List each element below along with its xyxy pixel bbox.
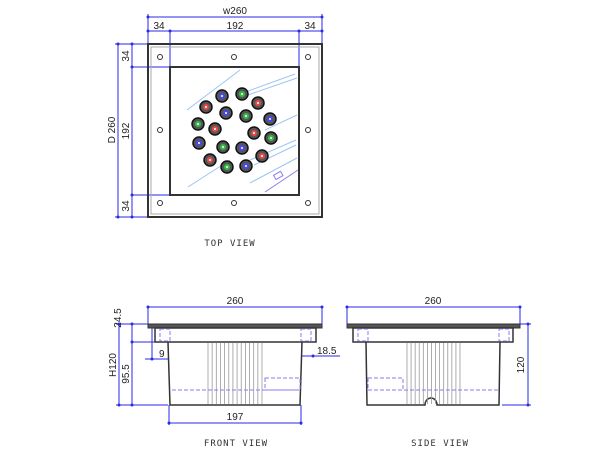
top-view-dimensions: w260 34 192 34 D 260 34 192 34 — [107, 6, 324, 219]
led-green — [235, 87, 249, 101]
side-ribs — [406, 343, 461, 404]
side-top-width: 260 — [425, 296, 442, 307]
led-red — [255, 149, 269, 163]
segment-center: 192 — [121, 122, 132, 139]
top-view-title: TOP VIEW — [204, 239, 255, 249]
led-blue — [215, 89, 229, 103]
side-height: 120 — [516, 356, 527, 373]
led-blue — [235, 141, 249, 155]
segment-right: 34 — [304, 21, 316, 32]
led-red — [247, 126, 261, 140]
side-view-title: SIDE VIEW — [411, 439, 469, 449]
led-red — [199, 100, 213, 114]
front-ribs — [207, 343, 263, 404]
front-offset-right: 18.5 — [317, 346, 337, 357]
front-offset-left: 9 — [159, 349, 165, 360]
front-flange-height: 24.5 — [113, 308, 124, 328]
front-height: H120 — [108, 353, 119, 377]
led-array — [191, 87, 278, 174]
front-body-height: 95.5 — [121, 364, 132, 384]
led-green — [216, 140, 230, 154]
led-blue — [263, 112, 277, 126]
led-red — [208, 122, 222, 136]
front-view-title: FRONT VIEW — [204, 439, 268, 449]
led-green — [220, 160, 234, 174]
glass-panel — [169, 66, 300, 196]
segment-bottom: 34 — [121, 200, 132, 212]
led-red — [251, 96, 265, 110]
outer-frame — [147, 43, 323, 218]
front-view: 260 197 H120 95.5 24.5 9 18.5 FRONT VIEW — [108, 296, 340, 449]
segment-middle: 192 — [227, 21, 244, 32]
led-blue — [192, 136, 206, 150]
led-green — [264, 131, 278, 145]
mounting-bolts — [157, 54, 311, 206]
width-label: w260 — [222, 6, 247, 17]
segment-top: 34 — [121, 50, 132, 62]
side-view: 260 120 SIDE VIEW — [345, 296, 531, 449]
led-green — [191, 117, 205, 131]
led-blue — [219, 106, 233, 120]
led-green — [239, 109, 253, 123]
front-bottom-width: 197 — [227, 412, 244, 423]
segment-left: 34 — [153, 21, 165, 32]
led-red — [203, 153, 217, 167]
front-top-width: 260 — [227, 296, 244, 307]
top-view: w260 34 192 34 D 260 34 192 34 — [107, 6, 324, 249]
led-blue — [239, 159, 253, 173]
depth-label: D 260 — [107, 116, 118, 143]
